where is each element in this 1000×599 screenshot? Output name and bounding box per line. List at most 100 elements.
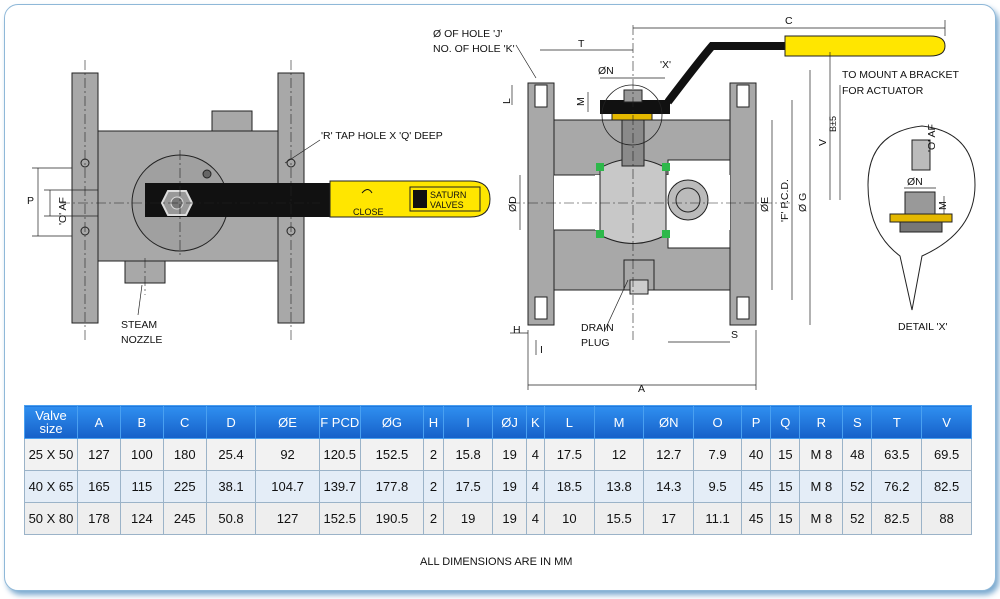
table-cell: 10 [544, 502, 595, 535]
table-cell: 245 [162, 502, 207, 535]
table-cell: 63.5 [871, 438, 923, 471]
m-label: M [575, 97, 587, 106]
table-cell: 40 [740, 438, 772, 471]
header-o: O [693, 405, 742, 439]
table-cell: 92 [255, 438, 320, 471]
table-header-row: Valve size A B C D ØE F PCD ØG H I ØJ K … [24, 405, 972, 439]
table-cell: 7.9 [693, 438, 742, 471]
table-cell: 45 [740, 502, 772, 535]
table-cell: 15.8 [442, 438, 494, 471]
i-label: I [540, 344, 543, 356]
table-cell: 124 [119, 502, 164, 535]
o-af-label: 'O' AF [57, 197, 69, 225]
table-cell: 120.5 [318, 438, 361, 471]
table-cell: 50.8 [205, 502, 257, 535]
v-label: V [817, 139, 829, 146]
e-label: ØE [759, 197, 771, 212]
table-cell: 17.5 [544, 438, 595, 471]
header-p: P [740, 405, 772, 439]
table-cell: 69.5 [921, 438, 972, 471]
a-label: A [638, 383, 645, 395]
tap-hole-label: 'R' TAP HOLE X 'Q' DEEP [321, 130, 443, 142]
drain-label-2: PLUG [581, 337, 610, 349]
table-cell: 178 [77, 502, 121, 535]
table-cell: 19 [492, 470, 527, 503]
table-cell: 2 [423, 438, 444, 471]
table-cell: 19 [442, 502, 494, 535]
c-label: C [785, 15, 793, 27]
h-label: H [513, 324, 521, 336]
table-cell: 2 [423, 502, 444, 535]
g-label: Ø G [797, 193, 809, 212]
valve-drawing: 'R' TAP HOLE X 'Q' DEEP STEAM NOZZLE CLO… [27, 15, 976, 395]
dimensions-table: Valve size A B C D ØE F PCD ØG H I ØJ K … [24, 405, 972, 535]
detail-m-label: M [937, 201, 949, 210]
header-b: B [119, 405, 164, 439]
table-cell: M 8 [799, 438, 844, 471]
s-label: S [731, 329, 738, 341]
table-cell: 139.7 [318, 470, 361, 503]
bracket-label-2: FOR ACTUATOR [842, 85, 924, 97]
table-cell: 15.5 [593, 502, 645, 535]
table-cell: 180 [162, 438, 207, 471]
table-cell: 88 [921, 502, 972, 535]
header-r: R [799, 405, 844, 439]
header-g: ØG [359, 405, 425, 439]
table-cell: 17 [643, 502, 695, 535]
table-cell: 152.5 [359, 438, 425, 471]
brand-label-2: VALVES [430, 200, 464, 210]
header-e: ØE [255, 405, 320, 439]
table-cell: 100 [119, 438, 164, 471]
table-cell: 45 [740, 470, 772, 503]
table-row: 40 X 65 165 115 225 38.1 104.7 139.7 177… [24, 470, 972, 503]
units-note: ALL DIMENSIONS ARE IN MM [420, 556, 573, 568]
table-cell: 40 X 65 [24, 470, 78, 503]
table-cell: 2 [423, 470, 444, 503]
table-cell: 104.7 [255, 470, 320, 503]
header-v: V [921, 405, 972, 439]
hole-k-label: NO. OF HOLE 'K' [433, 43, 515, 55]
table-cell: 52 [842, 502, 873, 535]
header-l: L [544, 405, 595, 439]
table-cell: 82.5 [871, 502, 923, 535]
detail-n-label: ØN [907, 176, 923, 188]
header-k: K [525, 405, 546, 439]
table-cell: 15 [770, 470, 801, 503]
top-view: 'R' TAP HOLE X 'Q' DEEP STEAM NOZZLE CLO… [27, 60, 491, 346]
table-cell: 127 [77, 438, 121, 471]
table-cell: 225 [162, 470, 207, 503]
table-cell: 127 [255, 502, 320, 535]
header-f-pcd: F PCD [318, 405, 361, 439]
table-cell: 190.5 [359, 502, 425, 535]
table-cell: 25 X 50 [24, 438, 78, 471]
table-cell: 152.5 [318, 502, 361, 535]
table-cell: 14.3 [643, 470, 695, 503]
table-cell: 4 [525, 502, 546, 535]
table-cell: 177.8 [359, 470, 425, 503]
drain-label-1: DRAIN [581, 322, 614, 334]
header-h: H [423, 405, 444, 439]
header-c: C [162, 405, 207, 439]
table-cell: M 8 [799, 502, 844, 535]
header-i: I [442, 405, 494, 439]
header-m: M [593, 405, 645, 439]
header-n: ØN [643, 405, 695, 439]
table-cell: 19 [492, 502, 527, 535]
table-cell: 12 [593, 438, 645, 471]
table-cell: 11.1 [693, 502, 742, 535]
header-s: S [842, 405, 873, 439]
d-label: ØD [507, 196, 519, 212]
table-cell: 12.7 [643, 438, 695, 471]
table-cell: 9.5 [693, 470, 742, 503]
header-t: T [871, 405, 923, 439]
table-cell: 52 [842, 470, 873, 503]
detail-x: 'O' AF ØN M DETAIL 'X' [867, 124, 976, 333]
table-cell: 15 [770, 502, 801, 535]
t-label: T [578, 38, 585, 50]
n-label: ØN [598, 65, 614, 77]
header-j: ØJ [492, 405, 527, 439]
table-cell: 48 [842, 438, 873, 471]
table-cell: 4 [525, 438, 546, 471]
header-d: D [205, 405, 257, 439]
table-cell: 4 [525, 470, 546, 503]
